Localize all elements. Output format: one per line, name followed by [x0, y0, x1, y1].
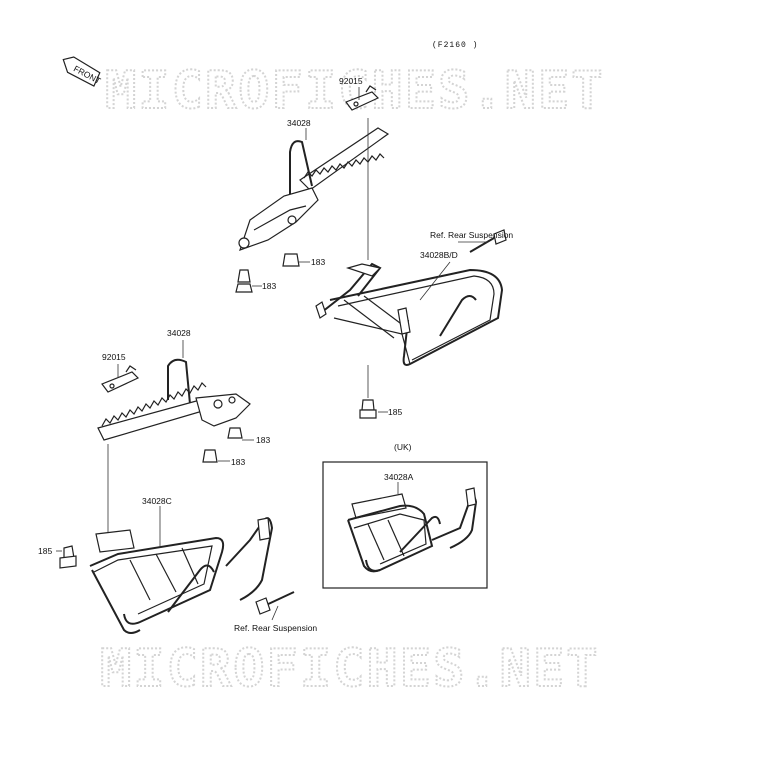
label-34028BD: 34028B/D	[420, 250, 458, 260]
figure-code: (F2160 )	[432, 41, 478, 50]
label-uk: (UK)	[394, 442, 412, 452]
watermark-bottom: MICROFICHES.NET	[100, 639, 600, 699]
label-ref-rear-bottom: Ref. Rear Suspension	[234, 623, 317, 633]
footrest-frame-left	[59, 517, 295, 634]
label-ref-rear-top: Ref. Rear Suspension	[430, 230, 513, 240]
label-92015-left: 92015	[102, 352, 126, 362]
label-183-b: 183	[262, 281, 276, 291]
label-92015-top: 92015	[339, 76, 363, 86]
label-34028C: 34028C	[142, 496, 172, 506]
uk-inset	[322, 461, 488, 589]
front-arrow-icon: FRONT	[62, 56, 102, 87]
label-34028A: 34028A	[384, 472, 414, 482]
label-183-d: 183	[231, 457, 245, 467]
footrest-upper	[235, 85, 390, 293]
label-183-c: 183	[256, 435, 270, 445]
label-34028-top: 34028	[287, 118, 311, 128]
footrest-frame-right	[315, 229, 507, 419]
label-185-left: 185	[38, 546, 52, 556]
watermark-top: MICROFICHES.NET	[105, 61, 605, 121]
label-183-a: 183	[311, 257, 325, 267]
label-34028-left: 34028	[167, 328, 191, 338]
label-185-right: 185	[388, 407, 402, 417]
footrest-lower	[97, 358, 251, 463]
